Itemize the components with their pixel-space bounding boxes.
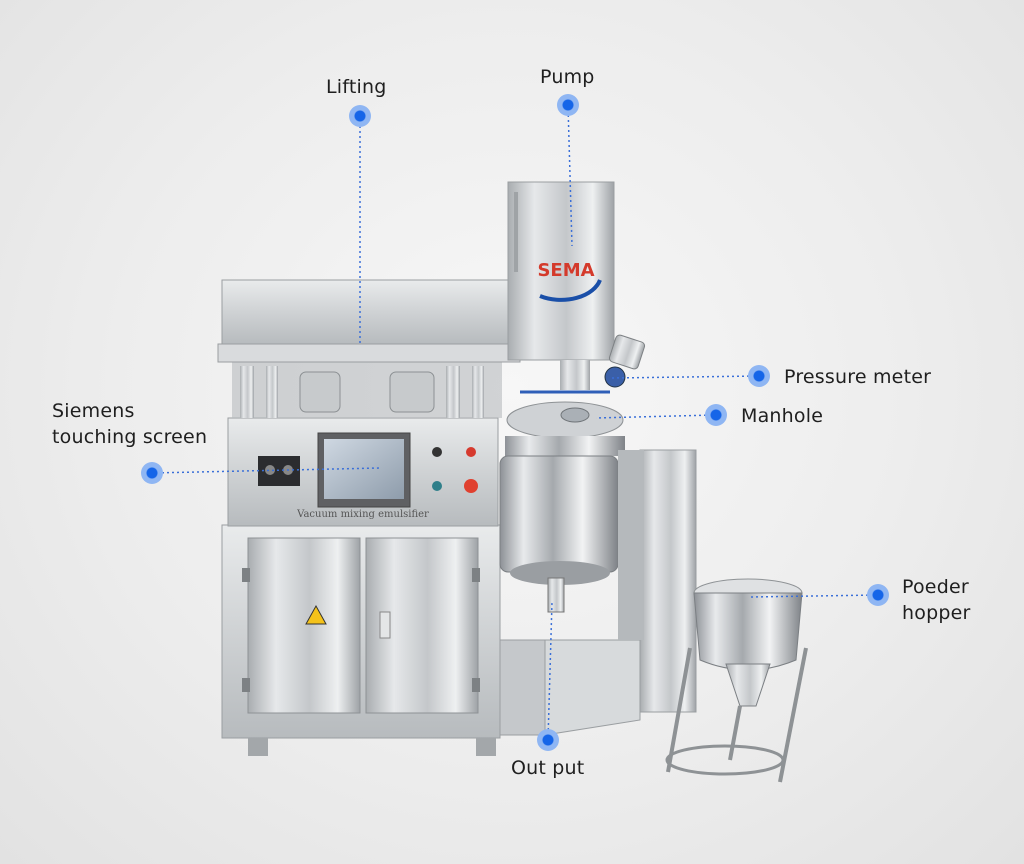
callout-pressure-meter-label: Pressure meter: [784, 366, 932, 388]
powder-hopper: [665, 578, 808, 783]
pump-column: SEMA: [507, 181, 615, 361]
callout-lifting-label: Lifting: [326, 76, 387, 98]
column-frame: [232, 360, 502, 418]
callout-pump-dot: [557, 94, 579, 116]
callout-powder-hopper-label: Poeder hopper: [902, 576, 971, 624]
tank-lid: [506, 334, 646, 439]
leader-line-siemens: [151, 467, 381, 474]
leader-line-manhole: [595, 414, 717, 419]
lifting-housing: [217, 279, 521, 363]
brand-logo: SEMA: [537, 260, 594, 281]
callout-siemens-screen-dot: [141, 462, 163, 484]
callout-siemens-screen-label: Siemens touching screen: [52, 400, 208, 448]
callout-pump-label: Pump: [540, 66, 595, 88]
leader-line-output: [547, 601, 553, 741]
base-platform: [499, 639, 641, 736]
panel-caption: Vacuum mixing emulsifier: [296, 509, 429, 520]
mixing-tank: [499, 436, 625, 613]
tank-stand: [618, 449, 697, 713]
leader-line-pump: [567, 104, 573, 247]
leader-line-hopper: [749, 594, 879, 598]
callout-output-label: Out put: [511, 757, 585, 779]
callout-output-dot: [537, 729, 559, 751]
control-panel: Vacuum mixing emulsifier: [227, 417, 499, 527]
leader-line-pressure: [611, 375, 760, 379]
callout-powder-hopper-dot: [867, 584, 889, 606]
callout-manhole-label: Manhole: [741, 405, 824, 427]
callout-lifting-dot: [349, 105, 371, 127]
base-cabinet: [221, 524, 501, 756]
callout-pressure-meter-dot: [748, 365, 770, 387]
callout-manhole-dot: [705, 404, 727, 426]
